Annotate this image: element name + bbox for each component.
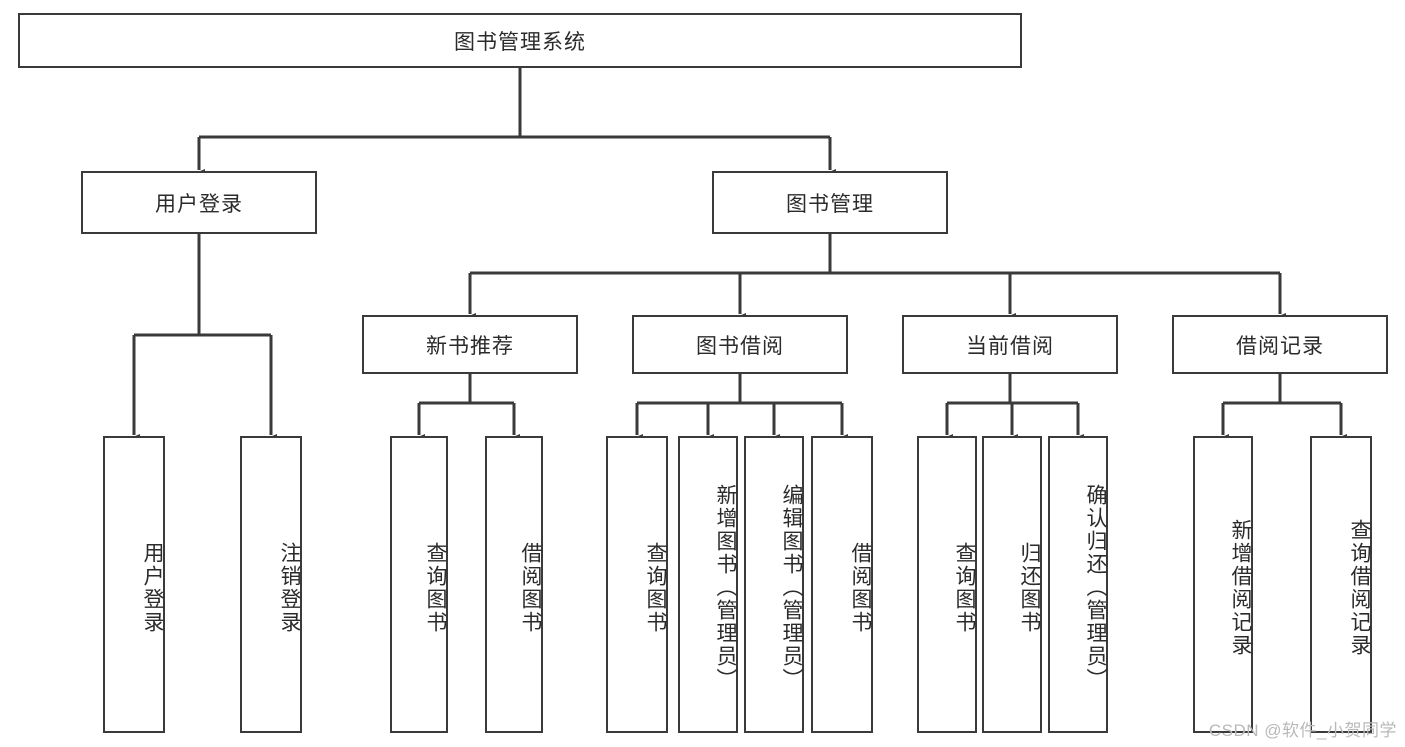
node-leaf-record-query-label: 查询借阅记录 [1348, 518, 1371, 657]
node-book-management-module[interactable]: 图书管理 [712, 171, 948, 234]
node-leaf-user-logout-label: 注销登录 [278, 541, 301, 634]
node-leaf-borrow-edit-label: 编辑图书（管理员） [780, 484, 803, 691]
node-user-login-module[interactable]: 用户登录 [81, 171, 317, 234]
node-current-borrow-label: 当前借阅 [966, 334, 1054, 358]
node-book-borrow[interactable]: 图书借阅 [632, 315, 848, 374]
node-leaf-borrow-edit[interactable]: 编辑图书（管理员） [744, 436, 804, 733]
node-leaf-borrow-borrow-label: 借阅图书 [849, 541, 872, 634]
node-book-management-module-label: 图书管理 [786, 192, 874, 216]
node-leaf-borrow-borrow[interactable]: 借阅图书 [811, 436, 873, 733]
node-root-label: 图书管理系统 [454, 30, 586, 54]
node-leaf-user-login[interactable]: 用户登录 [103, 436, 165, 733]
node-leaf-borrow-add[interactable]: 新增图书（管理员） [678, 436, 738, 733]
node-leaf-current-confirm-label: 确认归还（管理员） [1084, 484, 1107, 691]
node-borrow-record-label: 借阅记录 [1236, 334, 1324, 358]
node-leaf-newbook-borrow-label: 借阅图书 [519, 541, 542, 634]
node-root[interactable]: 图书管理系统 [18, 13, 1022, 68]
node-leaf-user-logout[interactable]: 注销登录 [240, 436, 302, 733]
node-leaf-current-query-label: 查询图书 [953, 541, 976, 634]
node-leaf-borrow-query[interactable]: 查询图书 [606, 436, 668, 733]
node-leaf-record-add[interactable]: 新增借阅记录 [1193, 436, 1253, 733]
node-borrow-record[interactable]: 借阅记录 [1172, 315, 1388, 374]
node-leaf-current-return-label: 归还图书 [1018, 541, 1041, 634]
node-leaf-user-login-label: 用户登录 [141, 541, 164, 634]
node-book-borrow-label: 图书借阅 [696, 334, 784, 358]
node-leaf-newbook-query[interactable]: 查询图书 [390, 436, 448, 733]
node-user-login-module-label: 用户登录 [155, 192, 243, 216]
node-leaf-borrow-add-label: 新增图书（管理员） [714, 484, 737, 691]
node-leaf-current-confirm[interactable]: 确认归还（管理员） [1048, 436, 1108, 733]
node-new-book-recommend-label: 新书推荐 [426, 334, 514, 358]
node-current-borrow[interactable]: 当前借阅 [902, 315, 1118, 374]
node-leaf-newbook-query-label: 查询图书 [424, 541, 447, 634]
node-leaf-record-query[interactable]: 查询借阅记录 [1310, 436, 1372, 733]
connector-lines [128, 68, 1347, 444]
csdn-watermark: CSDN @软件_小贺同学 [1208, 721, 1397, 740]
node-leaf-borrow-query-label: 查询图书 [644, 541, 667, 634]
node-leaf-newbook-borrow[interactable]: 借阅图书 [485, 436, 543, 733]
node-leaf-record-add-label: 新增借阅记录 [1229, 518, 1252, 657]
node-leaf-current-query[interactable]: 查询图书 [917, 436, 977, 733]
node-leaf-current-return[interactable]: 归还图书 [982, 436, 1042, 733]
node-new-book-recommend[interactable]: 新书推荐 [362, 315, 578, 374]
